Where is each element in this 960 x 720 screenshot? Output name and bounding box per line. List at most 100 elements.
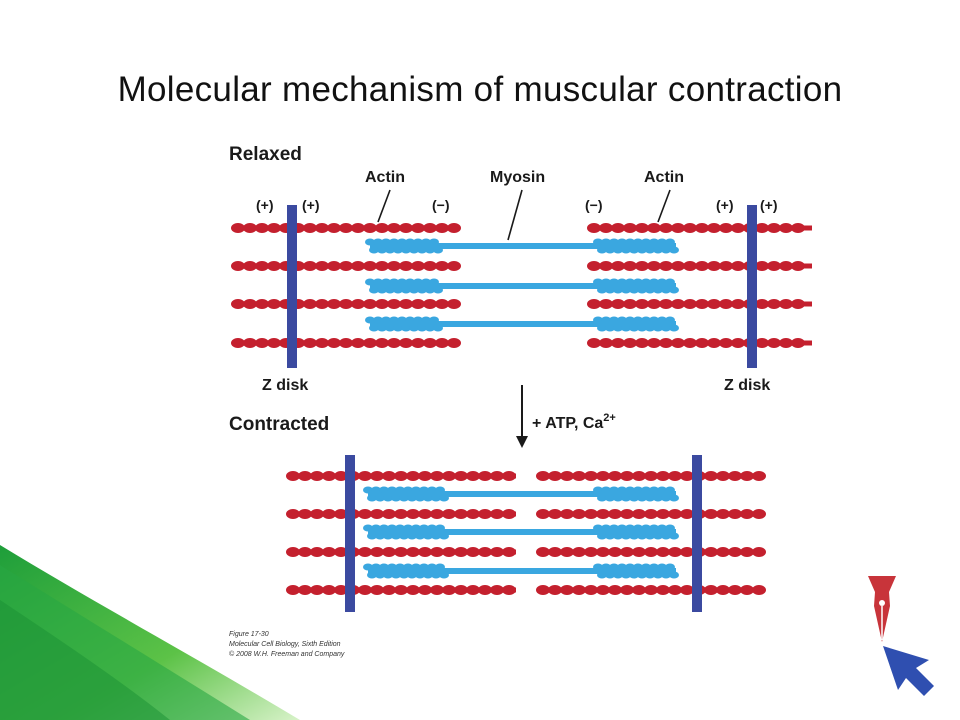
myosin-filament-contracted-head [621, 494, 631, 502]
myosin-filament-relaxed-head [605, 246, 615, 254]
myosin-filament-relaxed-head [409, 286, 419, 294]
actin-filament-left-contracted-bead [394, 547, 408, 557]
myosin-filament-contracted-rod [368, 568, 676, 574]
myosin-filament-contracted-head [431, 532, 441, 540]
myosin-filament-relaxed-head [649, 278, 659, 286]
myosin-filament-contracted-head [439, 532, 449, 540]
myosin-filament-relaxed-head [429, 316, 439, 324]
myosin-filament-relaxed-head [645, 286, 655, 294]
myosin-filament-contracted-head [613, 494, 623, 502]
actin-filament-right-relaxed-bead [779, 223, 793, 233]
transition-arrow [516, 385, 528, 448]
actin-filament-right-relaxed-bead [647, 299, 661, 309]
actin-filament-left-relaxed-bead [411, 338, 425, 348]
actin-filament-right-relaxed-bead [635, 223, 649, 233]
myosin-filament-contracted-head [593, 524, 603, 532]
actin-filament-left-relaxed-bead [387, 261, 401, 271]
actin-filament-left-contracted-bead [382, 509, 396, 519]
myosin-filament-relaxed-head [405, 238, 415, 246]
myosin-filament-relaxed-head [425, 286, 435, 294]
myosin-filament-contracted-head [427, 563, 437, 571]
myosin-filament-relaxed-head [645, 246, 655, 254]
actin-filament-right-relaxed-bead [659, 299, 673, 309]
actin-filament-left-relaxed [231, 338, 461, 348]
myosin-filament-relaxed-head [641, 238, 651, 246]
arrow-label-superscript: 2+ [603, 412, 616, 424]
actin-filament-left-contracted-bead [490, 471, 504, 481]
actin-filament-left-contracted-bead [502, 509, 516, 519]
myosin-filament-contracted-head [645, 494, 655, 502]
actin-filament-left-contracted-bead [358, 509, 372, 519]
myosin-filament-contracted-head [399, 571, 409, 579]
myosin-filament-contracted-head [439, 571, 449, 579]
actin-filament-left-relaxed-bead [399, 261, 413, 271]
actin-filament-right-relaxed-bead [755, 338, 769, 348]
actin-filament-right-relaxed-bead [731, 261, 745, 271]
actin-filament-left-contracted-bead [394, 585, 408, 595]
myosin-filament-relaxed-head [397, 278, 407, 286]
actin-filament-right-relaxed-bead [791, 261, 805, 271]
actin-filament-right-contracted-bead [716, 471, 730, 481]
actin-filament-right-relaxed-bead [599, 338, 613, 348]
actin-filament-left-relaxed-bead [447, 261, 461, 271]
actin-filament-left-contracted-bead [286, 471, 300, 481]
actin-filament-left-relaxed-bead [243, 261, 257, 271]
myosin-filament-relaxed-head [609, 278, 619, 286]
actin-filament-right-relaxed-bead [683, 299, 697, 309]
actin-filament-left-relaxed-bead [447, 338, 461, 348]
actin-filament-right-contracted-bead [596, 547, 610, 557]
actin-filament-left-contracted-bead [298, 509, 312, 519]
myosin-filament-contracted-head [617, 563, 627, 571]
actin-filament-left-contracted [286, 585, 516, 595]
myosin-filament-contracted-head [415, 494, 425, 502]
actin-filament-left-contracted-bead [466, 509, 480, 519]
z-disk-label-right: Z disk [724, 377, 770, 394]
myosin-filament-relaxed-head [669, 246, 679, 254]
actin-filament-right-relaxed-bead [779, 299, 793, 309]
actin-filament-left-contracted-bead [298, 547, 312, 557]
actin-filament-left-relaxed-bead [387, 338, 401, 348]
myosin-filament-contracted-head [387, 486, 397, 494]
actin-filament-left-contracted-bead [454, 547, 468, 557]
myosin-filament-relaxed-head [393, 246, 403, 254]
figure-caption-line2: Molecular Cell Biology, Sixth Edition [229, 641, 341, 648]
actin-filament-left-relaxed [231, 223, 461, 233]
actin-filament-left-contracted-bead [418, 509, 432, 519]
actin-filament-left-relaxed-bead [411, 261, 425, 271]
myosin-filament-relaxed-head [365, 238, 375, 246]
myosin-filament-contracted [363, 486, 679, 502]
myosin-filament-relaxed-head [609, 316, 619, 324]
actin-filament-left-contracted-bead [454, 585, 468, 595]
actin-filament-left-relaxed-bead [255, 299, 269, 309]
myosin-filament-contracted-head [435, 486, 445, 494]
myosin-filament-relaxed-head [421, 316, 431, 324]
actin-filament-left-relaxed-bead [255, 261, 269, 271]
myosin-filament-contracted-head [593, 486, 603, 494]
myosin-filament-relaxed-head [653, 324, 663, 332]
myosin-filament-relaxed-head [413, 238, 423, 246]
myosin-filament-relaxed-head [649, 316, 659, 324]
actin-filament-right-relaxed-bead [599, 223, 613, 233]
actin-filament-right-contracted-bead [728, 509, 742, 519]
actin-filament-right-relaxed-bead [755, 261, 769, 271]
myosin-filament-relaxed-head [429, 278, 439, 286]
myosin-filament-contracted-head [395, 524, 405, 532]
actin-filament-left-contracted-bead [286, 509, 300, 519]
myosin-filament-contracted-head [395, 563, 405, 571]
actin-filament-left-contracted-bead [430, 585, 444, 595]
actin-filament-right-relaxed-bead [611, 223, 625, 233]
myosin-filament-contracted-head [391, 494, 401, 502]
actin-filament-right-relaxed-bead [623, 299, 637, 309]
myosin-filament-contracted-head [605, 494, 615, 502]
myosin-filament-contracted-head [363, 563, 373, 571]
actin-filament-right-relaxed-bead [587, 299, 601, 309]
myosin-filament-relaxed-rod [370, 243, 676, 249]
myosin-filament-relaxed-head [665, 238, 675, 246]
actin-filament-right-contracted-bead [572, 509, 586, 519]
actin-filament-right-relaxed-bead [695, 223, 709, 233]
actin-filament-right-contracted-bead [644, 547, 658, 557]
myosin-filament-contracted-head [439, 494, 449, 502]
myosin-filament-contracted-head [383, 532, 393, 540]
myosin-filament-contracted-head [633, 524, 643, 532]
